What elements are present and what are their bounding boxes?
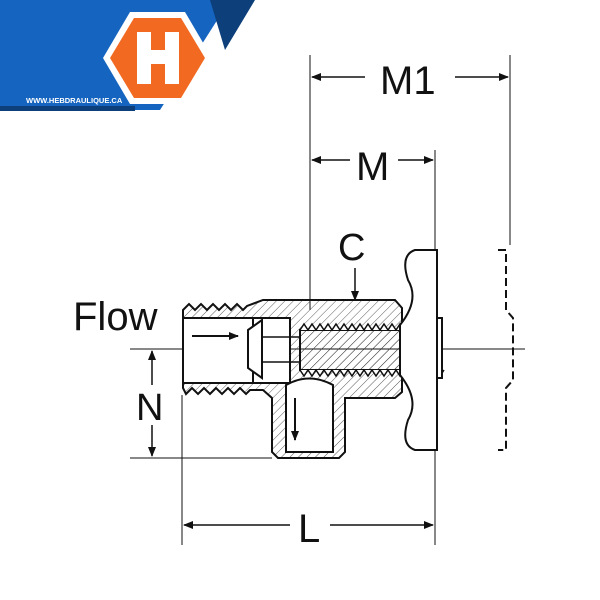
dimension-l-label: L: [298, 507, 320, 551]
dimension-m1-label: M1: [380, 59, 436, 103]
valve-body: [182, 299, 403, 459]
hexagon-logo-icon: [103, 12, 212, 104]
handle: [399, 249, 443, 451]
dimension-c-label: C: [338, 227, 365, 269]
dimension-lines: [148, 73, 509, 529]
handle-open-outline: [498, 249, 514, 451]
logo-website: WWW.HEBDRAULIQUE.CA: [26, 96, 123, 105]
flow-label: Flow: [73, 295, 158, 339]
dimension-n-label: N: [136, 387, 163, 429]
dimension-m-label: M: [356, 145, 389, 189]
logo-banner: WWW.HEBDRAULIQUE.CA: [0, 0, 255, 111]
